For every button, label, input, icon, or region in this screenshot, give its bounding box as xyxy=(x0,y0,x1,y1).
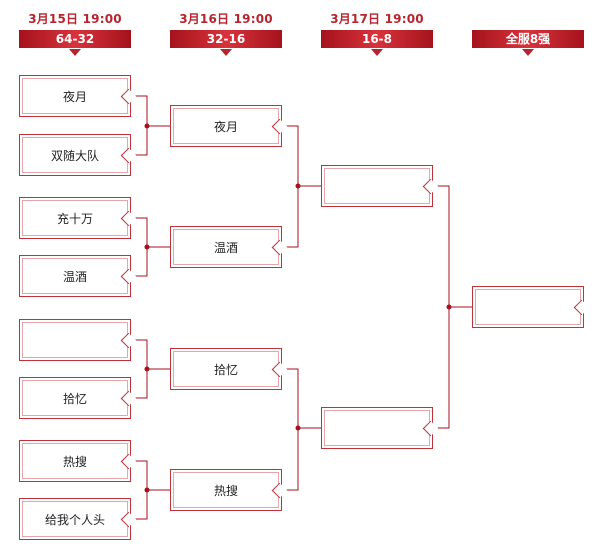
team-slot-r1-7[interactable]: 热搜 xyxy=(19,440,137,482)
team-name: 拾忆 xyxy=(62,391,87,406)
team-slot-r2-2[interactable]: 温酒 xyxy=(170,226,288,268)
round-date: 3月15日 19:00 xyxy=(28,12,122,26)
team-slot-r3-2[interactable] xyxy=(321,407,439,449)
team-slot-r2-4[interactable]: 热搜 xyxy=(170,469,288,511)
team-name: 夜月 xyxy=(62,89,87,104)
junction-dot xyxy=(295,425,301,431)
round-stage-banner: 32-16 xyxy=(170,30,282,48)
connector xyxy=(131,339,170,399)
team-slot-r2-3[interactable]: 拾忆 xyxy=(170,348,288,390)
team-slot-r1-5[interactable] xyxy=(19,319,137,361)
junction-dot xyxy=(144,366,150,372)
connector xyxy=(131,95,170,156)
team-name: 拾忆 xyxy=(213,362,238,377)
team-name: 给我个人头 xyxy=(44,512,105,527)
connector xyxy=(282,125,321,248)
team-name: 夜月 xyxy=(213,119,238,134)
junction-dot xyxy=(144,487,150,493)
team-slot-r2-1[interactable]: 夜月 xyxy=(170,105,288,147)
caret-down-icon xyxy=(220,49,232,56)
junction-dot xyxy=(144,123,150,129)
team-slot-r1-1[interactable]: 夜月 xyxy=(19,75,137,117)
connector xyxy=(433,185,472,429)
team-name: 热搜 xyxy=(213,483,238,498)
round-header-2: 3月16日 19:00 32-16 xyxy=(170,10,282,56)
round-header-3: 3月17日 19:00 16-8 xyxy=(321,10,433,56)
team-name: 温酒 xyxy=(62,269,87,284)
team-name: 热搜 xyxy=(62,454,87,469)
round-header-1: 3月15日 19:00 64-32 xyxy=(19,10,131,56)
team-name: 充十万 xyxy=(56,211,93,226)
junction-dot xyxy=(144,244,150,250)
connector xyxy=(131,460,170,520)
team-name: 双随大队 xyxy=(50,148,99,163)
connector xyxy=(131,217,170,277)
round-date: 3月17日 19:00 xyxy=(330,12,424,26)
team-slot-r1-4[interactable]: 温酒 xyxy=(19,255,137,297)
team-name: 温酒 xyxy=(213,240,238,255)
team-slot-r3-1[interactable] xyxy=(321,165,439,207)
round-date: 3月16日 19:00 xyxy=(179,12,273,26)
junction-dot xyxy=(446,304,452,310)
round-header-4: 全服8强 xyxy=(472,10,584,56)
caret-down-icon xyxy=(69,49,81,56)
round-stage-banner: 16-8 xyxy=(321,30,433,48)
team-slot-r1-6[interactable]: 拾忆 xyxy=(19,377,137,419)
caret-down-icon xyxy=(371,49,383,56)
connector xyxy=(282,368,321,491)
team-slot-r1-3[interactable]: 充十万 xyxy=(19,197,137,239)
junction-dot xyxy=(295,183,301,189)
team-slot-r4-1[interactable] xyxy=(472,286,590,328)
team-slot-r1-8[interactable]: 给我个人头 xyxy=(19,498,137,540)
round-stage-banner: 全服8强 xyxy=(472,30,584,48)
round-stage-banner: 64-32 xyxy=(19,30,131,48)
team-slot-r1-2[interactable]: 双随大队 xyxy=(19,134,137,176)
caret-down-icon xyxy=(522,49,534,56)
